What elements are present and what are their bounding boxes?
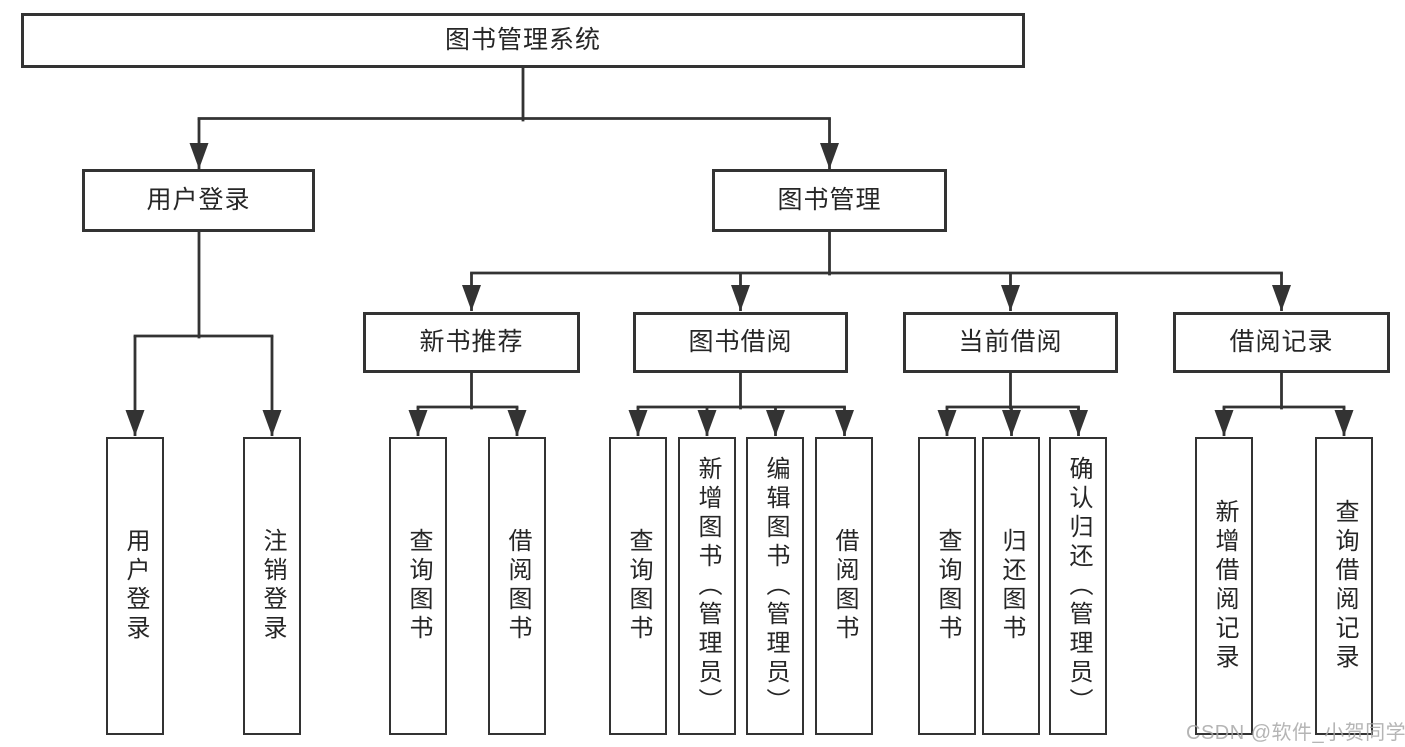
leaf-label: 用户登录 bbox=[122, 528, 149, 644]
leaf-label: 查询借阅记录 bbox=[1331, 499, 1358, 673]
node-label: 新书推荐 bbox=[419, 328, 524, 356]
node-book-borrowing: 图书借阅 bbox=[633, 312, 848, 373]
leaf-borrow-books: 借阅图书 bbox=[815, 437, 873, 735]
node-label: 借阅记录 bbox=[1229, 328, 1334, 356]
node-label: 图书管理系统 bbox=[444, 26, 601, 54]
leaf-label: 归还图书 bbox=[998, 528, 1025, 644]
leaf-confirm-return-admin: 确认归还（管理员） bbox=[1049, 437, 1107, 735]
watermark-text: CSDN @软件_小贺同学 bbox=[1186, 722, 1405, 744]
leaf-label: 借阅图书 bbox=[831, 528, 858, 644]
node-label: 图书借阅 bbox=[688, 328, 793, 356]
leaf-query-books-current: 查询图书 bbox=[918, 437, 976, 735]
leaf-label: 确认归还（管理员） bbox=[1065, 455, 1092, 717]
tree-wires bbox=[133, 66, 1346, 410]
leaf-label: 注销登录 bbox=[259, 528, 286, 644]
node-library-management-system: 图书管理系统 bbox=[21, 13, 1025, 68]
leaf-label: 新增借阅记录 bbox=[1211, 499, 1238, 673]
node-book-management: 图书管理 bbox=[712, 169, 947, 232]
node-user-login: 用户登录 bbox=[82, 169, 315, 232]
leaf-label: 新增图书（管理员） bbox=[694, 455, 721, 717]
leaf-edit-book-admin: 编辑图书（管理员） bbox=[746, 437, 804, 735]
arrow-drops bbox=[125, 118, 1354, 436]
leaf-query-books-borrow: 查询图书 bbox=[609, 437, 667, 735]
leaf-query-borrow-record: 查询借阅记录 bbox=[1315, 437, 1373, 735]
leaf-borrow-books-recommend: 借阅图书 bbox=[488, 437, 546, 735]
leaf-label: 借阅图书 bbox=[504, 528, 531, 644]
leaf-user-login: 用户登录 bbox=[106, 437, 164, 735]
leaf-label: 查询图书 bbox=[625, 528, 652, 644]
node-label: 当前借阅 bbox=[958, 328, 1063, 356]
leaf-add-book-admin: 新增图书（管理员） bbox=[678, 437, 736, 735]
leaf-label: 查询图书 bbox=[934, 528, 961, 644]
leaf-return-books: 归还图书 bbox=[982, 437, 1040, 735]
node-current-borrowing: 当前借阅 bbox=[903, 312, 1118, 373]
leaf-label: 编辑图书（管理员） bbox=[762, 455, 789, 717]
node-label: 用户登录 bbox=[146, 186, 251, 214]
node-borrowing-records: 借阅记录 bbox=[1173, 312, 1390, 373]
leaf-add-borrow-record: 新增借阅记录 bbox=[1195, 437, 1253, 735]
node-new-book-recommendation: 新书推荐 bbox=[363, 312, 580, 373]
leaf-label: 查询图书 bbox=[405, 528, 432, 644]
node-label: 图书管理 bbox=[777, 186, 882, 214]
leaf-logout: 注销登录 bbox=[243, 437, 301, 735]
leaf-query-books-recommend: 查询图书 bbox=[389, 437, 447, 735]
